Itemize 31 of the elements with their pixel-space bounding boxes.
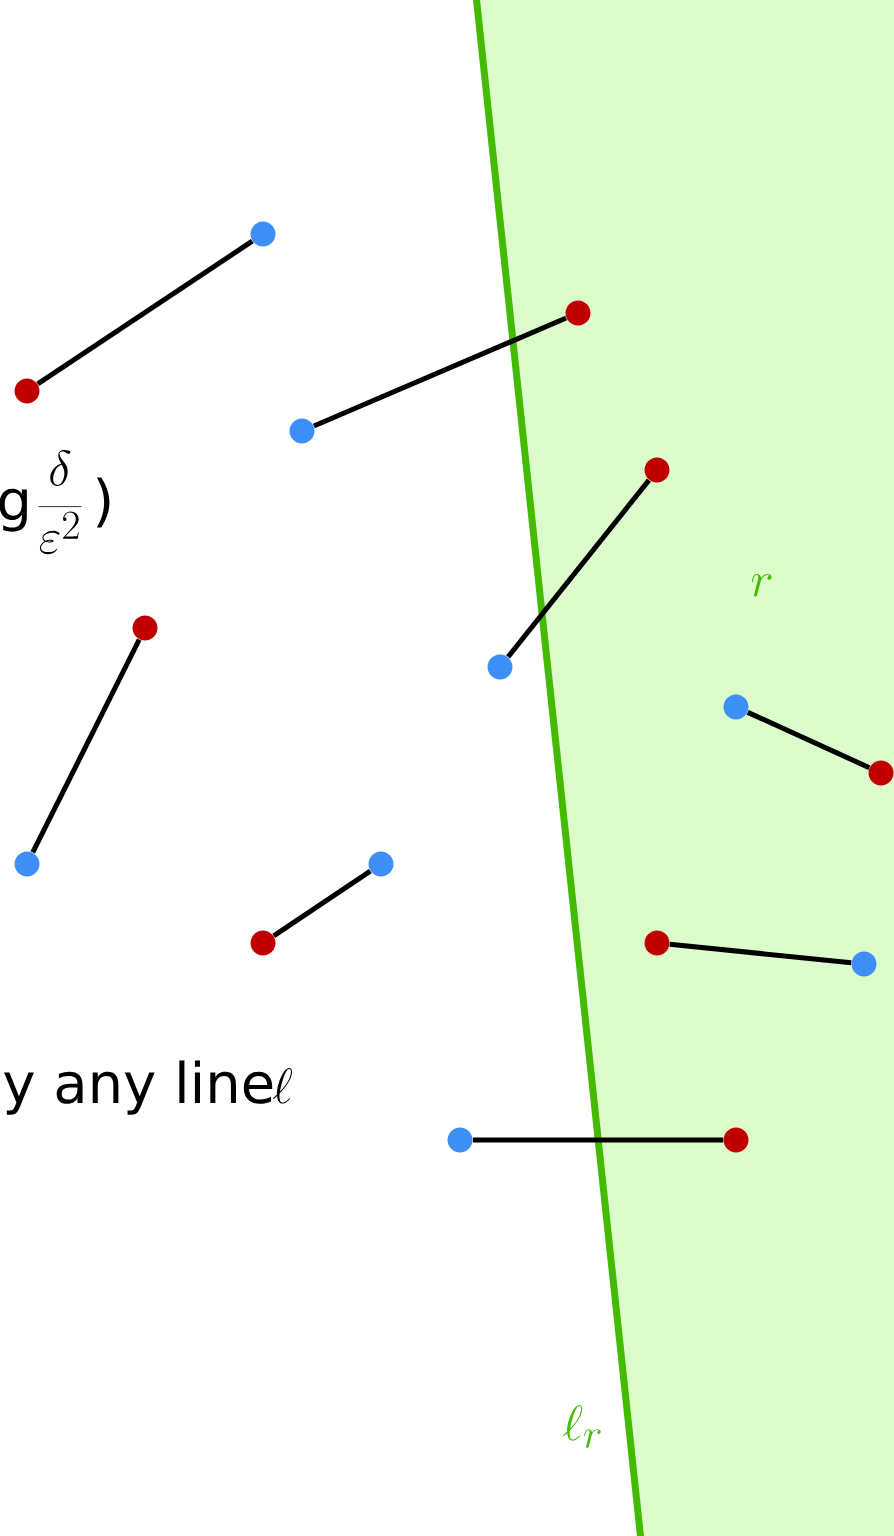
endpoint-dot xyxy=(723,1127,749,1153)
endpoint-dot xyxy=(14,851,40,877)
segment xyxy=(472,1137,724,1143)
endpoint-dot xyxy=(723,694,749,720)
endpoint-dot xyxy=(250,221,276,247)
math-symbol: $\ell$ xyxy=(273,1068,292,1104)
segment xyxy=(506,478,651,659)
segment xyxy=(272,869,372,938)
endpoint-dot xyxy=(132,615,158,641)
endpoint-dot xyxy=(289,418,315,444)
endpoint-dot xyxy=(565,300,591,326)
endpoint-dot xyxy=(250,930,276,956)
line-label: $\ell_{r}$ xyxy=(563,1405,601,1448)
endpoint-dot xyxy=(868,760,894,786)
segment xyxy=(36,239,254,386)
segment xyxy=(30,638,142,854)
segment xyxy=(746,710,871,770)
segment xyxy=(669,941,852,966)
body-text: g xyxy=(0,488,27,532)
endpoint-dot xyxy=(644,457,670,483)
endpoint-dot xyxy=(368,851,394,877)
endpoint-dot xyxy=(487,654,513,680)
body-text: y any line xyxy=(4,1060,273,1115)
body-text: ) xyxy=(96,477,110,528)
endpoint-dot xyxy=(14,378,40,404)
segment xyxy=(312,315,568,429)
endpoint-dot xyxy=(851,951,877,977)
region-label: $r$ xyxy=(751,574,772,597)
endpoint-dot xyxy=(644,930,670,956)
math-fraction: $\frac{\delta}{\varepsilon^{2}}$ xyxy=(38,450,82,555)
endpoint-dot xyxy=(447,1127,473,1153)
